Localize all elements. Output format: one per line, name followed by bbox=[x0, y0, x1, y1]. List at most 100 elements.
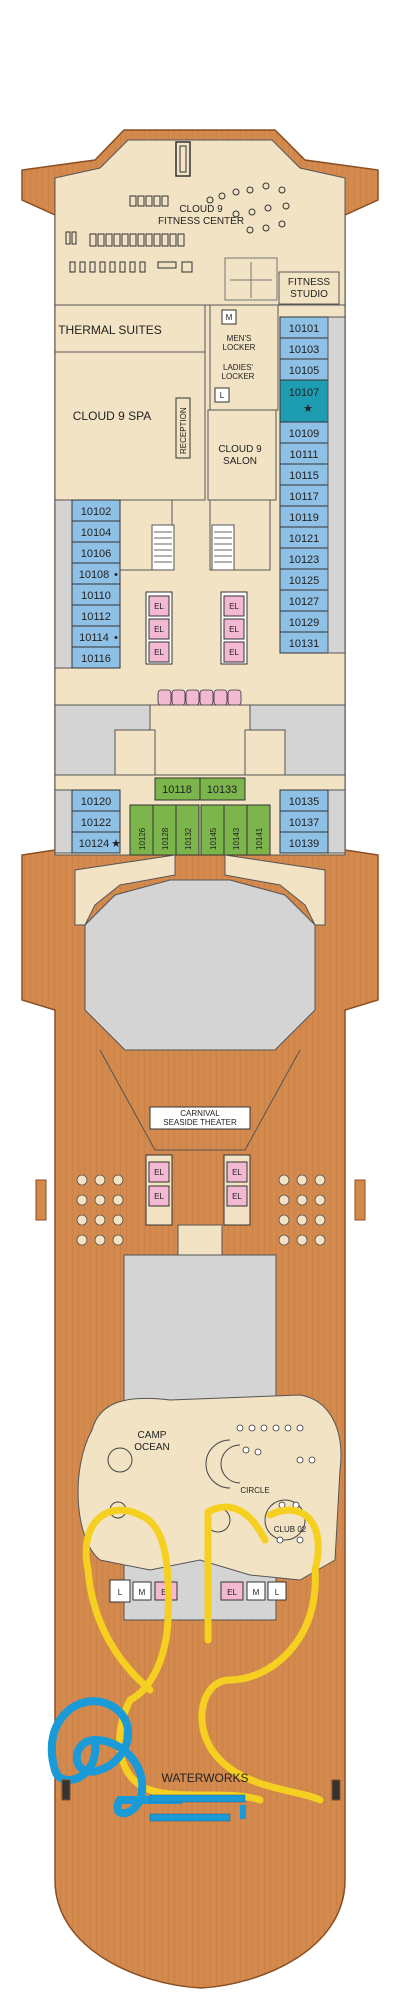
cabin-label: 10103 bbox=[289, 344, 320, 356]
bottom-facilities: L M EL EL M L bbox=[109, 1579, 287, 1603]
cabin-label: 10124 bbox=[79, 838, 110, 850]
cabin-label: 10118 bbox=[162, 784, 192, 796]
locker-m-icon: M bbox=[253, 1588, 260, 1597]
cabin-label: 10110 bbox=[81, 590, 111, 602]
cabin-label: 10117 bbox=[289, 491, 319, 503]
cabin-label: 10102 bbox=[81, 506, 112, 518]
cabin-label: 10114 bbox=[79, 632, 109, 644]
fitness-center-label-1: CLOUD 9 bbox=[179, 204, 223, 215]
camp-ocean-area bbox=[77, 1394, 342, 1581]
cabin-label: 10133 bbox=[207, 784, 238, 796]
deck-tables-icon bbox=[76, 1174, 326, 1246]
cabin-label: 10106 bbox=[81, 548, 112, 560]
cabin-label: 10112 bbox=[81, 611, 111, 623]
locker-l-icon: L bbox=[118, 1588, 123, 1597]
cabin-label: 10131 bbox=[289, 638, 320, 650]
cabin-label: 10101 bbox=[289, 323, 320, 335]
cabin-10124[interactable] bbox=[71, 831, 121, 854]
cabin-label: 10115 bbox=[289, 470, 319, 482]
seaside-theater-sign bbox=[149, 1106, 251, 1130]
fitness-center-label-2: FITNESS CENTER bbox=[158, 216, 244, 227]
locker-l-icon: L bbox=[275, 1588, 280, 1597]
cloud9-salon bbox=[207, 409, 277, 501]
cabin-marker: • bbox=[114, 632, 118, 644]
cabin-label: 10109 bbox=[289, 428, 320, 440]
gym-equipment-icon bbox=[65, 182, 290, 273]
lounge-tables-icon bbox=[236, 1424, 316, 1544]
fitness-studio-label-1: FITNESS bbox=[288, 277, 331, 288]
elevator-label: EL bbox=[154, 602, 164, 611]
elevator-label: EL bbox=[154, 1168, 164, 1177]
elevator-label: EL bbox=[154, 625, 164, 634]
cabin-label: 10105 bbox=[289, 365, 320, 377]
ladies-locker-l-icon: L bbox=[220, 391, 225, 400]
waterworks-label: WATERWORKS bbox=[161, 1771, 248, 1785]
club-label: CLUB 02 bbox=[274, 1525, 307, 1534]
mens-locker-label-2: LOCKER bbox=[223, 343, 256, 352]
camp-label-2: OCEAN bbox=[134, 1442, 170, 1453]
mens-locker-label-1: MEN'S bbox=[227, 334, 252, 343]
cabin-label: 10116 bbox=[81, 653, 111, 665]
cabin-10116[interactable] bbox=[71, 646, 121, 669]
elevator-label: EL bbox=[229, 625, 239, 634]
reception-label: RECEPTION bbox=[179, 407, 188, 454]
restrooms-icon bbox=[157, 689, 242, 706]
theater-label-2: SEASIDE THEATER bbox=[163, 1118, 237, 1127]
cabin-label: 10127 bbox=[289, 596, 320, 608]
cabin-marker: • bbox=[114, 569, 118, 581]
cabin-label: 10108 bbox=[79, 569, 110, 581]
salon-label-1: CLOUD 9 bbox=[218, 444, 262, 455]
locker-m-icon: M bbox=[139, 1588, 146, 1597]
cabin-label: 10107 bbox=[289, 387, 320, 399]
cabin-label: 10143 bbox=[232, 827, 241, 850]
fitness-studio bbox=[278, 271, 340, 305]
cabin-label: 10126 bbox=[138, 827, 147, 850]
blue-waterslide bbox=[47, 1697, 184, 1818]
cabin-label: 10111 bbox=[290, 449, 319, 461]
cabin-label: 10137 bbox=[289, 817, 320, 829]
elevator-label: EL bbox=[232, 1168, 242, 1177]
reception bbox=[175, 397, 191, 459]
accessible-star-icon: ★ bbox=[303, 403, 313, 415]
accessible-star-icon: ★ bbox=[111, 838, 121, 850]
cabin-label: 10132 bbox=[184, 827, 193, 850]
ladies-locker-label-2: LOCKER bbox=[222, 372, 255, 381]
elevator-label: EL bbox=[229, 602, 239, 611]
elevator-label: EL bbox=[154, 1192, 164, 1201]
cabin-label: 10123 bbox=[289, 554, 320, 566]
cabin-10141[interactable] bbox=[246, 804, 271, 856]
cabin-label: 10141 bbox=[255, 827, 264, 850]
camp-label-1: CAMP bbox=[138, 1430, 167, 1441]
cabin-10132[interactable] bbox=[175, 804, 200, 856]
cabin-label: 10129 bbox=[289, 617, 320, 629]
elevator-group-lower: EL EL EL EL bbox=[145, 1154, 251, 1226]
cabin-10139[interactable] bbox=[279, 831, 329, 854]
thermal-suites bbox=[54, 304, 206, 353]
cabin-label: 10122 bbox=[81, 817, 112, 829]
theater-seating bbox=[74, 854, 326, 926]
cabin-label: 10119 bbox=[289, 512, 319, 524]
elevator-label: EL bbox=[227, 1588, 237, 1597]
salon-label-2: SALON bbox=[223, 456, 257, 467]
cabin-10107[interactable] bbox=[279, 379, 329, 423]
elevator-label: EL bbox=[154, 648, 164, 657]
seaside-theater-screen bbox=[84, 879, 316, 1051]
circle-label: CIRCLE bbox=[240, 1486, 269, 1495]
cabin-label: 10139 bbox=[289, 838, 320, 850]
cabin-label: 10145 bbox=[209, 827, 218, 850]
cabin-label: 10135 bbox=[289, 796, 320, 808]
cabin-10133[interactable] bbox=[199, 777, 246, 801]
cabin-label: 10128 bbox=[161, 827, 170, 850]
theater-label-1: CARNIVAL bbox=[180, 1109, 220, 1118]
mens-locker-m-icon: M bbox=[226, 313, 233, 322]
cloud9-spa-label: CLOUD 9 SPA bbox=[73, 409, 151, 423]
elevator-label: EL bbox=[232, 1192, 242, 1201]
fitness-studio-label-2: STUDIO bbox=[290, 289, 328, 300]
yellow-waterslide bbox=[82, 1503, 324, 1804]
cabin-label: 10121 bbox=[289, 533, 320, 545]
thermal-suites-label: THERMAL SUITES bbox=[58, 323, 162, 337]
cabin-label: 10125 bbox=[289, 575, 320, 587]
cabin-label: 10104 bbox=[81, 527, 112, 539]
elevator-label: EL bbox=[229, 648, 239, 657]
